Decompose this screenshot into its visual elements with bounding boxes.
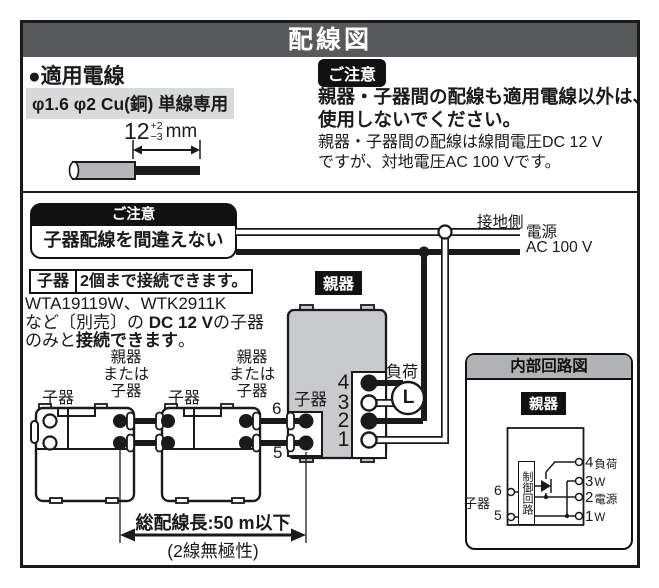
notes-line3-post: 。 xyxy=(178,331,195,350)
dim-value: 12 xyxy=(124,118,150,144)
terminals xyxy=(42,374,378,451)
ground-side-label: 接地側 xyxy=(477,214,524,231)
it4-num: 4 xyxy=(585,453,594,471)
it1-num: 1 xyxy=(585,507,594,525)
neutral-junction-circle xyxy=(437,224,453,240)
top-caution-normal-text: 親器・子器間の配線は線間電圧DC 12 V ですが、対地電圧AC 100 Vです… xyxy=(318,133,602,173)
wire-connector xyxy=(252,433,261,453)
wire-illustration xyxy=(68,140,201,180)
child-unit-notes: WTA19119W、WTK2911K など〔別売〕の DC 12 Vの子器 のみ… xyxy=(25,294,264,351)
poc1-line2: または xyxy=(102,366,150,383)
caution-box-badge: ご注意 xyxy=(32,205,235,226)
power-voltage-label: AC 100 V xyxy=(526,239,593,256)
parent-or-child-label-1: 親器 または 子器 xyxy=(96,349,156,400)
wire-spec: φ1.6 φ2 Cu(銅) 単線専用 xyxy=(26,88,235,119)
child-unit-limit-label: 子器 xyxy=(31,271,78,292)
parent-child-terminal-label: 子器 xyxy=(294,391,327,409)
terminal-3-label: 3 xyxy=(337,391,350,414)
terminal-2-label: 2 xyxy=(337,409,350,432)
wire-connector xyxy=(286,411,295,431)
top-caution-badge: ご注意 xyxy=(318,59,387,87)
section-divider xyxy=(23,191,637,193)
notes-line1: WTA19119W、WTK2911K xyxy=(25,294,227,313)
child-unit-limit-box: 子器 2個まで接続できます。 xyxy=(29,269,253,294)
notes-line3-pre: のみと xyxy=(25,331,76,350)
polarity-label: (2線無極性) xyxy=(167,541,259,561)
terminal-5-label: 5 xyxy=(273,443,283,462)
total-length-label: 総配線長:50 m以下 xyxy=(135,513,291,533)
top-caution-bold-line2: 使用しないでください。 xyxy=(318,109,521,130)
total-length-dimension xyxy=(119,450,307,543)
top-caution-bold-line1: 親器・子器間の配線も適用電線以外は、 xyxy=(318,86,652,107)
child-unit-limit-text: 2個まで接続できます。 xyxy=(80,273,248,290)
internal-circuit-title: 内部回路図 xyxy=(467,355,631,380)
internal-parent-label: 親器 xyxy=(521,392,566,415)
poc2-line3: 子器 xyxy=(236,383,268,400)
wire-connector xyxy=(126,433,135,453)
page-title: 配線図 xyxy=(23,23,637,57)
internal-terminal-5: 5 xyxy=(494,507,502,523)
child-wires xyxy=(120,411,308,453)
parent-or-child-label-2: 親器 または 子器 xyxy=(222,349,282,400)
top-caution-normal-line2: ですが、対地電圧AC 100 Vです。 xyxy=(318,154,561,171)
child-device-2 xyxy=(160,403,262,504)
applicable-wire-heading: ●適用電線 xyxy=(28,65,125,88)
terminal-6-label: 6 xyxy=(272,399,282,418)
top-caution-normal-line1: 親器・子器間の配線は線間電圧DC 12 V xyxy=(318,134,603,151)
dim-unit: mm xyxy=(165,120,198,142)
it4-label: 負荷 xyxy=(594,458,618,471)
hot-junction-dot xyxy=(418,246,430,258)
load-label: 負荷 xyxy=(386,364,419,381)
terminal-1-label: 1 xyxy=(337,428,350,451)
poc1-line1: 親器 xyxy=(110,349,142,366)
poc2-line2: または xyxy=(228,366,276,383)
it2-num: 2 xyxy=(585,488,594,506)
top-caution-bold-text: 親器・子器間の配線も適用電線以外は、 使用しないでください。 xyxy=(318,85,651,131)
poc2-line1: 親器 xyxy=(236,349,268,366)
control-circuit-box: 制御回路 xyxy=(518,461,535,525)
load-circle xyxy=(390,380,426,416)
wire-connector xyxy=(252,411,261,431)
strip-length-dimension: 12 +2 −3 mm xyxy=(124,118,197,145)
wire-connector xyxy=(286,433,295,453)
it1-label: W xyxy=(594,511,606,524)
it2-label: 電源 xyxy=(594,493,618,506)
notes-line2-pre: など〔別売〕の xyxy=(25,312,149,332)
power-label: 電源 xyxy=(526,224,558,241)
notes-line3-bold: 接続できます xyxy=(76,331,178,350)
dim-minus: −3 xyxy=(150,130,163,143)
notes-line2-post: の子器 xyxy=(212,312,264,332)
it3-label: W xyxy=(594,476,606,489)
dim-plus: +2 xyxy=(150,120,163,132)
notes-line2: など〔別売〕の DC 12 Vの子器 xyxy=(25,312,264,333)
poc1-line3: 子器 xyxy=(110,383,142,400)
terminal-4-label: 4 xyxy=(337,371,350,394)
parent-unit-label: 親器 xyxy=(315,271,363,295)
notes-line3: のみと接続できます。 xyxy=(25,331,264,351)
internal-child-label: 子器 xyxy=(464,496,491,511)
dim-tolerance: +2 −3 xyxy=(151,121,163,142)
load-symbol: L xyxy=(402,387,415,408)
notes-line2-bold: DC 12 V xyxy=(148,312,213,332)
internal-terminal-6: 6 xyxy=(494,482,502,498)
child-unit-2-label: 子器 xyxy=(167,390,200,407)
child-device-1 xyxy=(30,403,136,504)
diagram-frame: 配線図 xyxy=(20,20,640,568)
it3-num: 3 xyxy=(585,472,594,490)
power-lines xyxy=(236,228,520,444)
child-unit-1-label: 子器 xyxy=(41,390,74,407)
caution-box-message: 子器配線を間違えない xyxy=(43,230,224,250)
wire-connector xyxy=(126,411,135,431)
